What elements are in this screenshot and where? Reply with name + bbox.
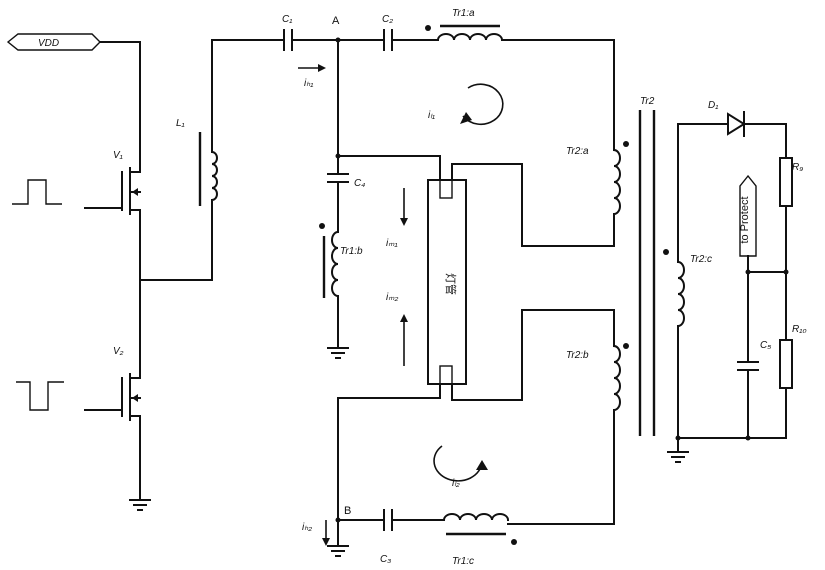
tr1b-label: Tr1:b bbox=[340, 246, 363, 257]
if2-label: iₘ₂ bbox=[386, 292, 398, 303]
tr2b-label: Tr2:b bbox=[566, 350, 589, 361]
capacitor-c8: C₅ bbox=[737, 340, 771, 371]
if1-label: iₘ₁ bbox=[386, 238, 398, 249]
tr2c-label: Tr2:c bbox=[690, 254, 712, 265]
resistor-r9: R₉ bbox=[779, 157, 803, 207]
tr1c-label: Tr1:c bbox=[452, 556, 474, 567]
protect-node-dot bbox=[745, 269, 751, 275]
midpoint-to-l1-wire bbox=[139, 209, 213, 281]
tr1a-label: Tr1:a bbox=[452, 8, 475, 19]
l1-label: L₁ bbox=[176, 118, 185, 129]
tr2-label: Tr2 bbox=[640, 96, 655, 107]
transformer-tr1-b: Tr1:b bbox=[319, 223, 363, 298]
vdd-label: VDD bbox=[38, 38, 59, 49]
loop-current-ih1: iₗ₁ bbox=[428, 83, 504, 126]
transformer-tr1-a: Tr1:a bbox=[425, 8, 504, 42]
ground-icon bbox=[327, 347, 349, 359]
pulse-low-waveform bbox=[16, 381, 64, 411]
ih1-label: iₕ₁ bbox=[304, 78, 313, 89]
v1-label: V₁ bbox=[113, 150, 123, 161]
c1-label: C₁ bbox=[282, 14, 292, 25]
ground-icon bbox=[327, 545, 349, 557]
lamp-to-node-b-wire bbox=[337, 383, 441, 521]
diode-d1: D₁ bbox=[708, 100, 746, 137]
c2-label: C₂ bbox=[382, 14, 393, 25]
tr2c-to-d1-wire bbox=[677, 123, 729, 263]
r9-label: R₉ bbox=[792, 162, 803, 173]
transformer-tr2-a: Tr2:a bbox=[566, 141, 629, 247]
node-a-to-lamp-wire bbox=[337, 155, 441, 181]
d1-to-r9-wire bbox=[743, 123, 787, 159]
protect-tag: to Protect bbox=[739, 174, 757, 257]
current-ih1-arrow: iₕ₁ bbox=[298, 64, 326, 89]
transformer-tr1-c: Tr1:c bbox=[442, 513, 517, 567]
loop-current-ih2: iₗ₂ bbox=[433, 445, 488, 489]
current-ih2-arrow: iₕ₂ bbox=[302, 520, 330, 546]
il2-label: iₗ₂ bbox=[452, 478, 460, 489]
ih2-label: iₕ₂ bbox=[302, 522, 312, 533]
current-if2-arrow: iₘ₂ bbox=[386, 292, 408, 366]
transformer-tr2-c: Tr2:c bbox=[663, 249, 712, 328]
c3-label: C₃ bbox=[380, 554, 391, 565]
capacitor-c4: C₄ bbox=[327, 173, 365, 189]
tr2a-label: Tr2:a bbox=[566, 146, 589, 157]
ground-icon bbox=[667, 451, 689, 463]
capacitor-c2: C₂ bbox=[382, 14, 393, 51]
lamp-label: 灯管 bbox=[444, 273, 458, 295]
switch-v2: V₂ bbox=[84, 346, 141, 421]
l1-to-c1-wire bbox=[211, 39, 283, 131]
switch-v1: V₁ bbox=[84, 150, 141, 215]
tr2b-to-tr1c-wire bbox=[507, 429, 615, 525]
v2-label: V₂ bbox=[113, 346, 124, 357]
d1-label: D₁ bbox=[708, 100, 718, 111]
return-node-dot bbox=[675, 435, 681, 441]
c8-label: C₅ bbox=[760, 340, 771, 351]
node-b-label: B bbox=[344, 505, 351, 517]
current-if1-arrow: iₘ₁ bbox=[386, 188, 408, 249]
inductor-l1: L₁ bbox=[176, 118, 218, 211]
capacitor-c3: C₃ bbox=[380, 509, 393, 565]
r10-label: R₁₀ bbox=[792, 324, 807, 335]
tr2a-return-wire bbox=[451, 163, 615, 247]
vdd-wire bbox=[99, 41, 141, 173]
return-node-dot-2 bbox=[745, 435, 751, 441]
lamp-tube: 灯管 bbox=[427, 179, 467, 385]
c4-label: C₄ bbox=[354, 178, 365, 189]
resistor-r10: R₁₀ bbox=[779, 324, 807, 389]
transformer-tr2-b: Tr2:b bbox=[566, 343, 629, 431]
transformer-tr2-core: Tr2 bbox=[638, 96, 656, 436]
lamp-to-tr2b-wire bbox=[451, 309, 615, 401]
il1-label: iₗ₁ bbox=[428, 110, 435, 121]
node-a-label: A bbox=[332, 15, 340, 27]
tr1a-to-tr2a-wire bbox=[501, 39, 615, 151]
protect-label: to Protect bbox=[739, 196, 751, 243]
vdd-supply-tag: VDD bbox=[6, 33, 101, 51]
capacitor-c1: C₁ bbox=[282, 14, 293, 51]
pulse-high-waveform bbox=[12, 179, 62, 205]
ground-icon bbox=[129, 499, 151, 511]
